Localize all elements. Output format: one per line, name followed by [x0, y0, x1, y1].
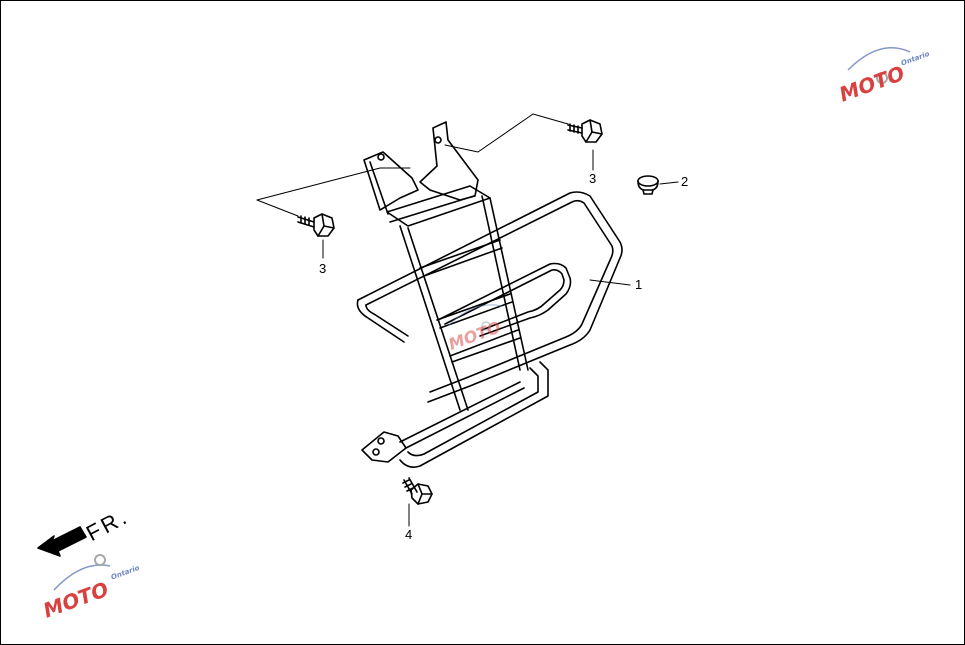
callout-part-3-left: 3 — [319, 261, 327, 276]
bolt-left — [297, 213, 335, 237]
callout-part-4: 4 — [405, 527, 413, 542]
watermark-logo-bottom — [53, 554, 111, 591]
callout-part-2: 2 — [681, 174, 689, 189]
callout-part-1: 1 — [635, 277, 643, 292]
front-direction-arrow — [37, 526, 87, 557]
watermark-logo-center — [447, 304, 503, 331]
grommet — [637, 175, 659, 195]
leader-lines — [256, 113, 679, 527]
watermark-logo-top — [847, 47, 911, 84]
bolt-bottom — [402, 477, 433, 505]
luggage-rack — [356, 121, 623, 468]
callout-part-3-upper: 3 — [589, 171, 597, 186]
bolt-upper-right — [567, 119, 603, 143]
